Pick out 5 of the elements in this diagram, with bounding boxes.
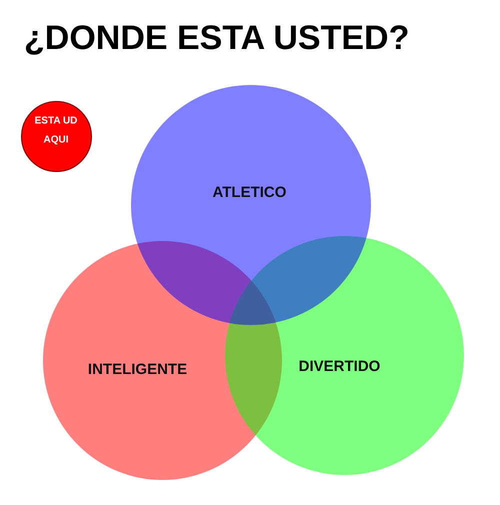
set-label: DIVERTIDO bbox=[298, 358, 380, 376]
set-label: ATLETICO bbox=[212, 184, 286, 202]
marker-label: ESTA UD AQUI bbox=[34, 114, 78, 148]
set-label: INTELIGENTE bbox=[88, 360, 188, 379]
title: ¿DONDE ESTA USTED? bbox=[24, 19, 410, 58]
